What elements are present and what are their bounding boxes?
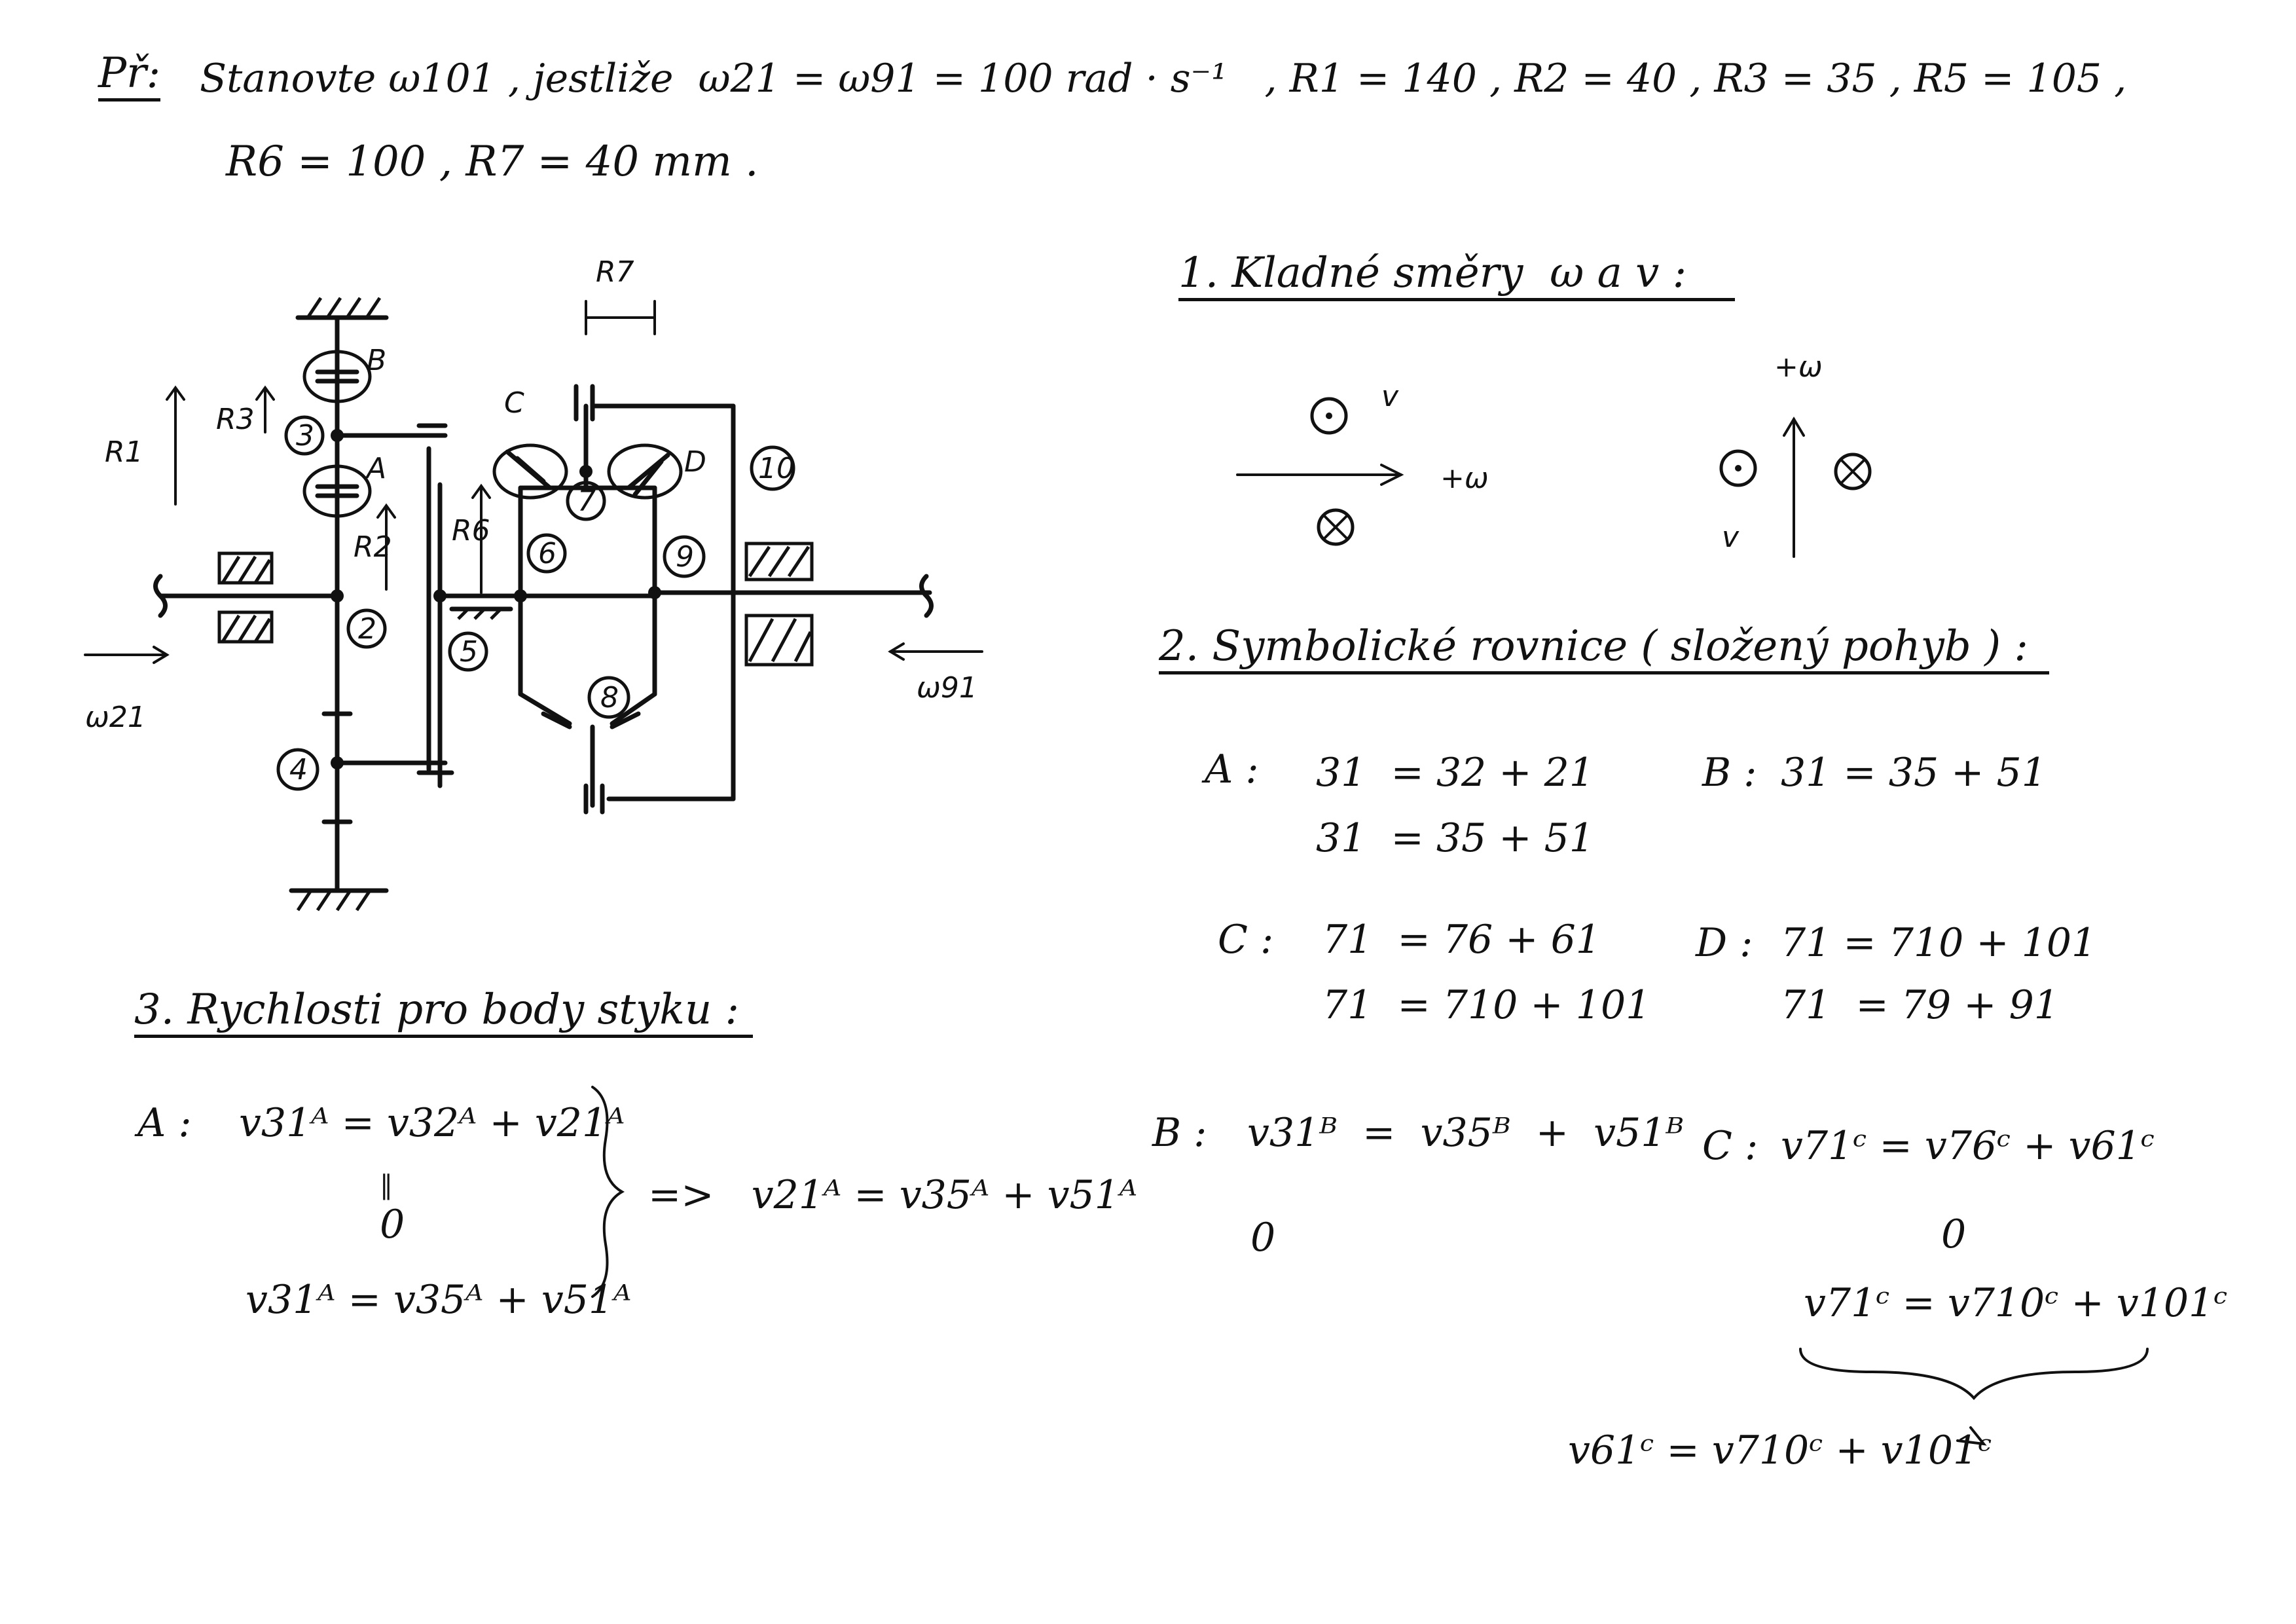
member-9: 9 (676, 540, 694, 574)
sec3-A-zero-mark: ‖ (380, 1170, 393, 1200)
sec2-C-eq1: 71 = 76 + 61 (1322, 917, 1601, 963)
sec2-A-label: A : (1205, 747, 1259, 792)
sec3-C-eq1: v71ᶜ = v76ᶜ + v61ᶜ (1781, 1123, 2155, 1169)
label-R3: R3 (216, 403, 255, 436)
sec3-A-zero: 0 (380, 1202, 405, 1247)
label-R2: R2 (354, 530, 392, 564)
sec1-plus-omega-vertical: +ω (1774, 350, 1823, 384)
label-A: A (365, 452, 386, 485)
sec3-C-result: v61ᶜ = v710ᶜ + v101ᶜ (1568, 1428, 1992, 1473)
sec3-A-result: => v21ᴬ = v35ᴬ + v51ᴬ (648, 1172, 1138, 1218)
label-R1: R1 (105, 435, 143, 469)
sec2-A-eq1: 31 = 32 + 21 (1316, 750, 1594, 796)
sec1-v-label: v (1381, 380, 1399, 413)
sec2-D-eq1: 71 = 710 + 101 (1781, 920, 2097, 966)
sec3-A-eq2: v31ᴬ = v35ᴬ + v51ᴬ (246, 1277, 632, 1323)
section3-title: 3. Rychlosti pro body styku : (134, 989, 753, 1038)
sec2-B-label: B : (1702, 750, 1757, 796)
sec3-B-label: B : (1152, 1110, 1207, 1156)
section1-title: 1. Kladné směry ω a v : (1178, 252, 1735, 301)
sec2-C-label: C : (1218, 917, 1274, 963)
sec3-C-eq2: v71ᶜ = v710ᶜ + v101ᶜ (1804, 1280, 2228, 1326)
sec2-B-eq1: 31 = 35 + 51 (1781, 750, 2047, 796)
member-7: 7 (577, 485, 596, 518)
member-10: 10 (758, 452, 795, 485)
label-omega91: ω91 (917, 671, 977, 705)
label-D: D (684, 445, 706, 479)
member-6: 6 (538, 537, 556, 570)
label-R6: R6 (452, 514, 490, 547)
label-omega21: ω21 (85, 701, 146, 734)
member-3: 3 (296, 419, 314, 452)
sec1-plus-omega-horizontal: +ω (1440, 462, 1489, 495)
sec3-B-zero: 0 (1250, 1215, 1276, 1261)
label-R7: R7 (596, 255, 634, 289)
sec3-C-label: C : (1702, 1123, 1758, 1169)
problem-prefix: Př: (98, 52, 161, 101)
sec2-D-eq2: 71 = 79 + 91 (1781, 982, 2059, 1028)
sec2-D-label: D : (1696, 920, 1753, 966)
sec1-v-label-2: v (1722, 521, 1740, 554)
member-8: 8 (600, 681, 619, 714)
section2-title: 2. Symbolické rovnice ( složený pohyb ) … (1159, 625, 2049, 674)
sec3-A-eq1: v31ᴬ = v32ᴬ + v21ᴬ (239, 1100, 625, 1146)
problem-line-2: R6 = 100 , R7 = 40 mm . (226, 138, 759, 186)
problem-line-1: Stanovte ω101 , jestliže ω21 = ω91 = 100… (200, 56, 2127, 101)
sec3-B-eq: v31ᴮ = v35ᴮ + v51ᴮ (1247, 1110, 1685, 1156)
member-4: 4 (289, 753, 308, 786)
member-2: 2 (358, 612, 376, 646)
label-C: C (504, 386, 524, 420)
label-B: B (367, 344, 386, 377)
sec3-C-zero: 0 (1941, 1211, 1967, 1257)
member-5: 5 (460, 635, 478, 669)
sec3-A-label: A : (137, 1100, 192, 1146)
sec2-A-eq2: 31 = 35 + 51 (1316, 815, 1594, 861)
sec2-C-eq2: 71 = 710 + 101 (1322, 982, 1651, 1028)
